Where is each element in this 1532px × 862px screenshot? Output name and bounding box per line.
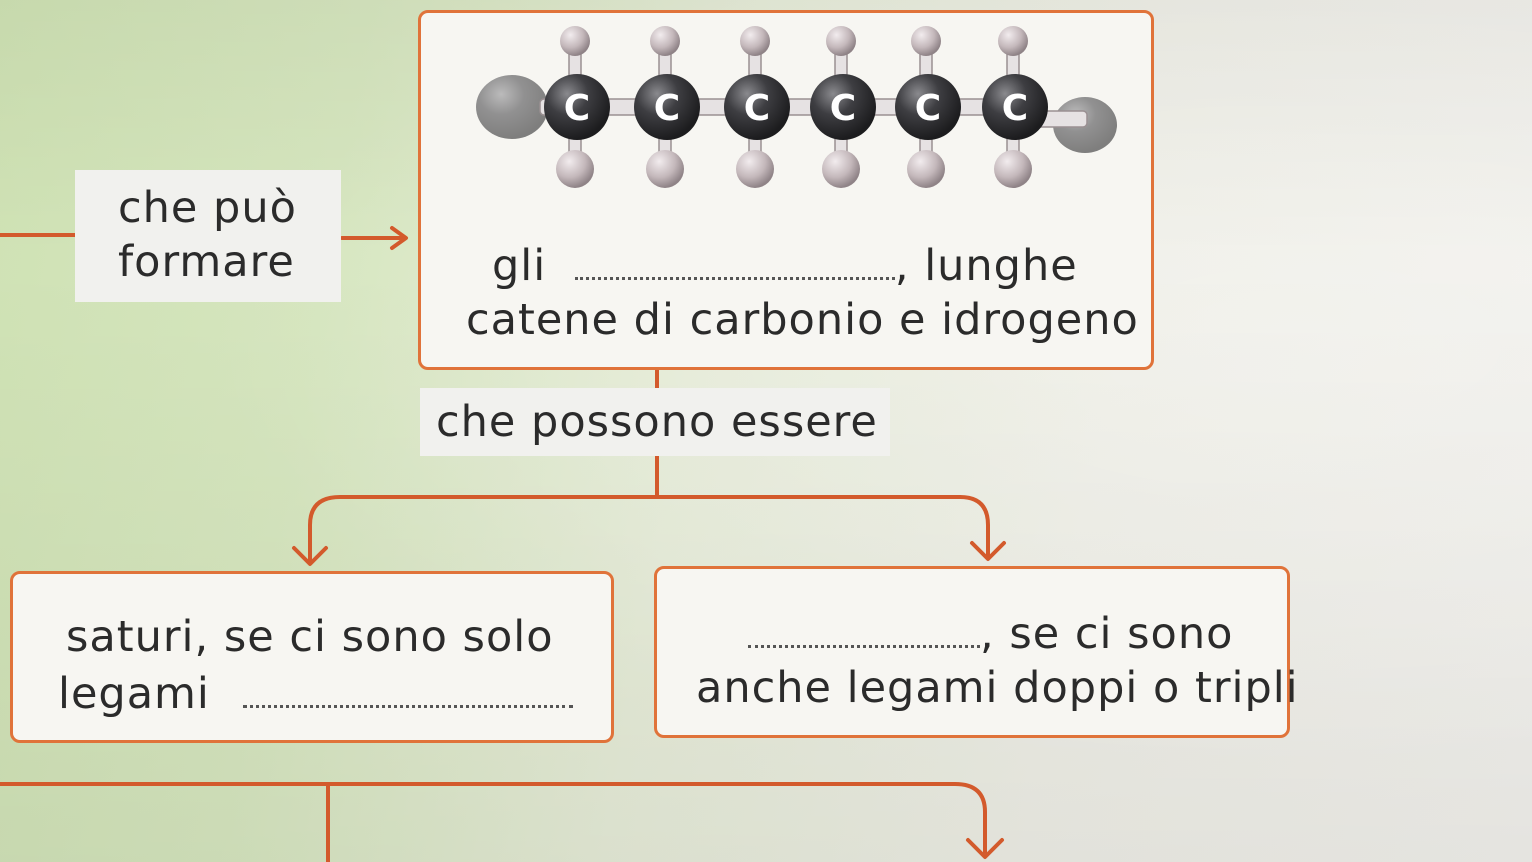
hydrogen-atom <box>907 150 945 188</box>
blank-hydrocarbons[interactable] <box>574 276 895 280</box>
top-box-line2: catene di carbonio e idrogeno <box>466 295 1139 345</box>
left-box-line1: saturi, se ci sono solo <box>66 612 554 662</box>
carbon-atom <box>724 74 790 140</box>
link-can-form-line1: che può <box>118 183 297 233</box>
hydrogen-atom <box>822 150 860 188</box>
hydrogen-atom <box>911 26 941 56</box>
connector-bottom <box>0 782 987 854</box>
top-box-suffix: , lunghe <box>894 241 1078 291</box>
hydrogen-atom <box>994 150 1032 188</box>
hydrogen-atom <box>650 26 680 56</box>
hydrogen-atom <box>826 26 856 56</box>
carbon-atom-faded-left <box>476 75 548 139</box>
arrowhead-right <box>970 541 1006 561</box>
carbon-atom-label: C <box>564 88 590 129</box>
link-label-can-form <box>75 170 341 302</box>
left-box-line2: legami <box>58 668 573 720</box>
hydrogen-atom <box>998 26 1028 56</box>
carbon-atom-label: C <box>654 88 680 129</box>
carbon-atom <box>895 74 961 140</box>
hydrogen-atom <box>556 150 594 188</box>
connector-split-right <box>958 495 990 560</box>
carbon-atom <box>634 74 700 140</box>
right-box-suffix: , se ci sono <box>980 609 1234 659</box>
link-can-form-line2: formare <box>118 237 295 287</box>
carbon-atom-label: C <box>915 88 941 129</box>
arrowhead-left <box>292 546 328 566</box>
connector-arrow-formare <box>340 226 408 250</box>
blank-unsaturated[interactable] <box>748 644 980 648</box>
hydrocarbons-box <box>418 10 1154 370</box>
unsaturated-box <box>654 566 1290 738</box>
hydrogen-atom <box>736 150 774 188</box>
carbon-atom <box>810 74 876 140</box>
carbon-atom <box>544 74 610 140</box>
carbon-atom <box>982 74 1048 140</box>
right-box-line1: , se ci sono <box>748 608 1233 660</box>
carbon-atom-label: C <box>830 88 856 129</box>
left-box-legami: legami <box>58 669 210 719</box>
top-box-line1: gli , lunghe <box>492 240 1078 292</box>
link-can-be: che possono essere <box>436 397 878 447</box>
link-label-can-be <box>420 388 890 456</box>
hydrogen-atom <box>740 26 770 56</box>
arrowhead-bottom <box>966 838 1004 859</box>
top-box-prefix: gli <box>492 241 547 291</box>
blank-single-bonds[interactable] <box>242 704 573 708</box>
hydrogen-atom <box>646 150 684 188</box>
carbon-atom-label: C <box>1002 88 1028 129</box>
saturated-box <box>10 571 614 743</box>
hydrogen-atom <box>560 26 590 56</box>
carbon-atom-label: C <box>744 88 770 129</box>
connector-split-left <box>308 495 962 564</box>
right-box-line2: anche legami doppi o tripli <box>696 663 1299 713</box>
